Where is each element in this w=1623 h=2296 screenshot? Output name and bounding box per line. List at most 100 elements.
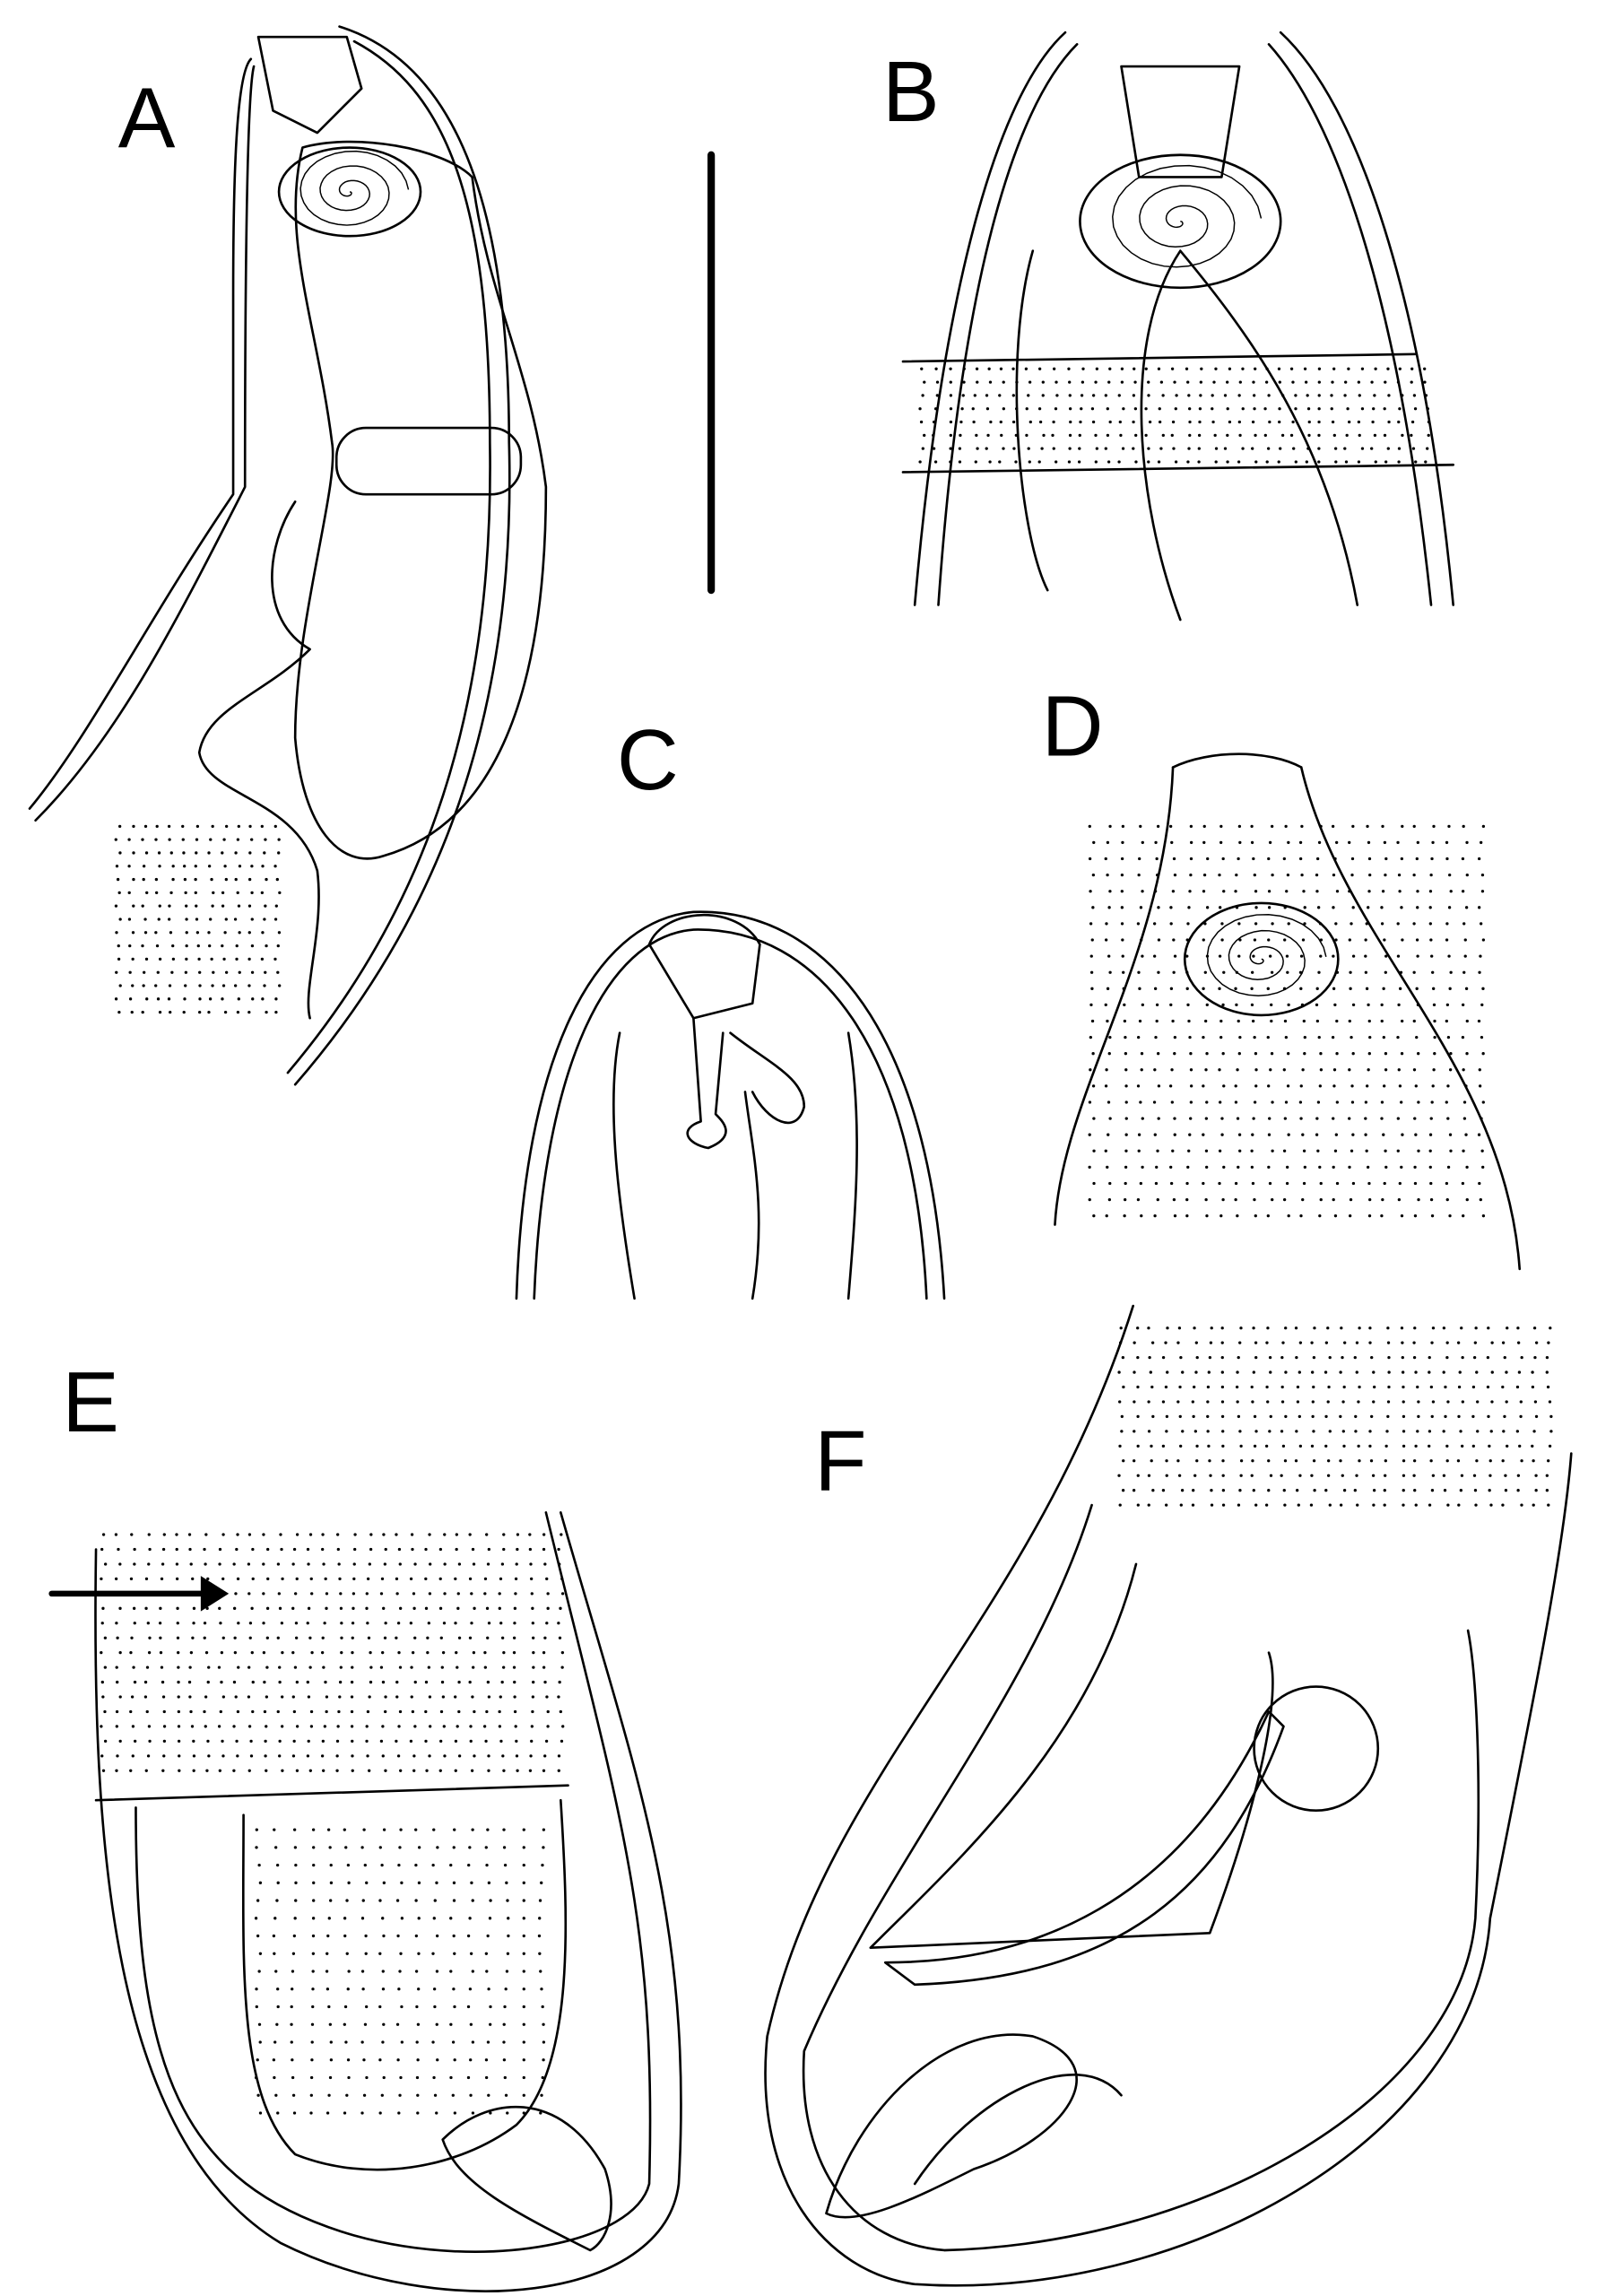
stipple-dot (1312, 1430, 1315, 1433)
stipple-dot (1347, 367, 1350, 370)
stipple-dot (1283, 1019, 1288, 1023)
stipple-dot (515, 1739, 518, 1744)
arrow-head (200, 1576, 230, 1612)
stipple-dot (235, 957, 239, 961)
stipple-dot (307, 1739, 310, 1744)
stipple-dot (365, 2005, 369, 2009)
stipple-dot (325, 2111, 330, 2115)
stipple-dot (398, 1709, 403, 1714)
stipple-dot (1120, 922, 1124, 926)
stipple-dot (1351, 1133, 1355, 1136)
stipple-dot (1478, 1181, 1481, 1186)
stipple-dot (470, 1592, 473, 1596)
stipple-dot (416, 2111, 420, 2115)
stipple-dot (1516, 1341, 1521, 1344)
stipple-dot (378, 2111, 382, 2115)
stipple-dot (473, 1606, 476, 1610)
stipple-dot (265, 1769, 268, 1772)
stipple-dot (1161, 1400, 1166, 1404)
stipple-dot (1302, 1019, 1306, 1023)
stipple-dot (221, 891, 225, 895)
stipple-dot (1139, 906, 1143, 909)
stipple-dot (1367, 1181, 1371, 1186)
stipple-dot (1170, 1100, 1174, 1104)
stipple-dot (1504, 1474, 1507, 1477)
stipple-dot (1372, 1503, 1376, 1507)
stipple-dot (273, 2075, 276, 2080)
stipple-dot (558, 1562, 561, 1566)
stipple-dot (291, 1987, 294, 1991)
stipple-dot (1417, 1052, 1420, 1056)
stipple-dot (1474, 1326, 1478, 1330)
stipple-dot (159, 1606, 162, 1610)
stipple-dot (502, 1846, 507, 1849)
stipple-dot (1412, 1019, 1416, 1023)
stipple-dot (248, 1636, 252, 1639)
stipple-dot (1218, 1068, 1221, 1072)
stipple-dot (1367, 1019, 1371, 1023)
stipple-dot (1271, 873, 1274, 877)
stipple-dot (1367, 1214, 1372, 1218)
stipple-dot (1445, 1019, 1448, 1023)
stipple-dot (532, 1680, 535, 1684)
stipple-dot (1220, 1385, 1225, 1389)
stipple-dot (1124, 1181, 1127, 1186)
stipple-dot (276, 1987, 280, 1991)
stipple-dot (276, 1562, 281, 1566)
stipple-dot (255, 2005, 258, 2009)
stipple-dot (116, 1680, 119, 1684)
stipple-dot (1364, 1117, 1367, 1120)
stipple-dot (1411, 447, 1416, 450)
stipple-dot (1095, 447, 1098, 450)
stipple-dot (1139, 1100, 1142, 1104)
stipple-dot (396, 1754, 401, 1758)
stipple-dot (1147, 1400, 1150, 1404)
stipple-dot (1383, 1084, 1386, 1088)
stipple-dot (1267, 1489, 1271, 1492)
amphid-spiral (299, 150, 410, 226)
stipple-dot (1282, 987, 1287, 990)
stipple-dot (417, 1987, 421, 1991)
stipple-dot (147, 1533, 151, 1536)
stipple-dot (1350, 922, 1353, 926)
stipple-dot (247, 1665, 251, 1669)
stipple-dot (171, 877, 175, 882)
stipple-dot (1319, 1052, 1323, 1056)
stipple-dot (1401, 1355, 1404, 1360)
stipple-dot (1012, 447, 1016, 450)
stipple-dot (351, 1754, 354, 1758)
stipple-dot (247, 1592, 251, 1596)
stipple-dot (1280, 1355, 1284, 1360)
stipple-dot (161, 1695, 166, 1699)
stipple-dot (133, 1622, 136, 1625)
stipple-dot (1204, 1019, 1208, 1023)
stipple-dot (560, 1577, 564, 1581)
stipple-dot (1220, 1414, 1225, 1419)
stipple-dot (337, 1709, 341, 1714)
stipple-dot (1221, 1459, 1225, 1463)
stipple-dot (181, 838, 185, 841)
stipple-dot (160, 1577, 164, 1581)
stipple-dot (522, 1828, 525, 1831)
stipple-dot (1147, 1326, 1150, 1330)
stipple-dot (338, 1695, 342, 1699)
stipple-dot (1138, 1019, 1142, 1023)
stipple-dot (1202, 938, 1205, 942)
stipple-dot (1370, 1414, 1374, 1419)
stipple-dot (328, 2022, 332, 2026)
stipple-dot (1446, 1400, 1450, 1404)
stipple-dot (198, 984, 202, 987)
stipple-dot (1042, 433, 1046, 437)
stipple-dot (251, 1680, 255, 1684)
stipple-dot (1270, 970, 1274, 974)
stipple-dot (384, 1709, 387, 1714)
stipple-dot (1331, 420, 1335, 424)
stipple-dot (516, 1769, 519, 1772)
stipple-dot (1152, 1100, 1157, 1104)
stipple-dot (222, 838, 226, 841)
stipple-dot (1445, 938, 1449, 942)
stipple-dot (295, 1533, 299, 1536)
stipple-dot (116, 1592, 120, 1596)
stipple-dot (976, 447, 979, 450)
stipple-dot (1138, 857, 1141, 861)
